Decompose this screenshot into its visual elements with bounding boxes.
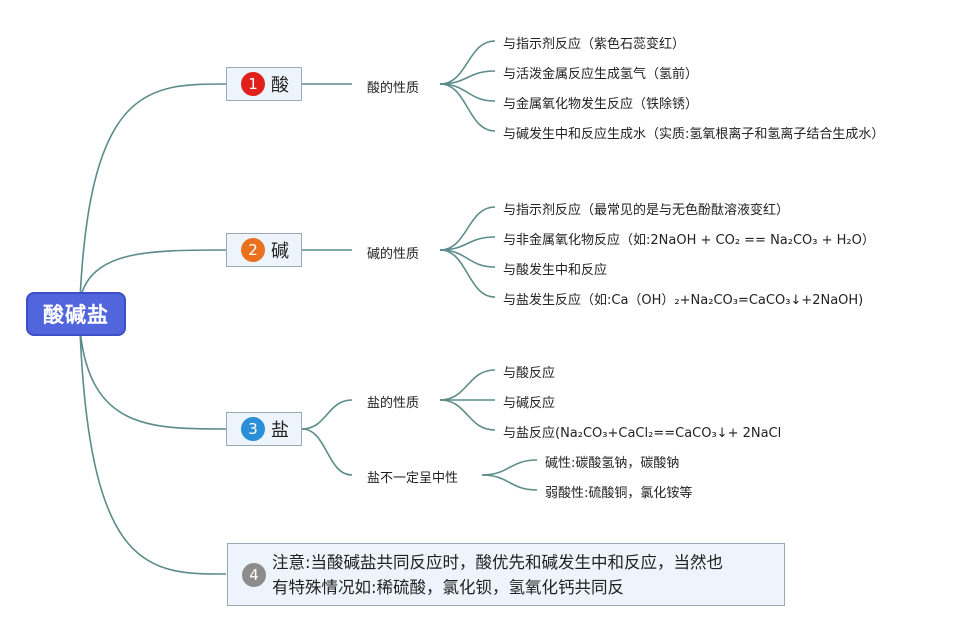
topic-salt-connector-line (301, 399, 353, 430)
leaf-connector-line (439, 249, 496, 298)
note-topic[interactable]: 4 注意:当酸碱盐共同反应时，酸优先和碱发生中和反应，当然也 有特殊情况如:稀硫… (227, 543, 785, 606)
topic-salt-connector-line (301, 428, 353, 476)
leaf-connector-line (439, 206, 496, 251)
leaf-connector-line (481, 474, 538, 491)
note-text: 注意:当酸碱盐共同反应时，酸优先和碱发生中和反应，当然也 有特殊情况如:稀硫酸，… (272, 552, 724, 597)
number-badge-3-icon: 3 (241, 417, 265, 441)
topic-acid-label: 酸 (271, 75, 289, 96)
root-connector-line (79, 329, 227, 575)
leaf-connector-line (439, 83, 496, 132)
branch-base-properties[interactable]: 碱的性质 (367, 247, 420, 262)
leaf-salt-neutral-1[interactable]: 碱性:碳酸氢钠，碳酸钠 (545, 456, 680, 471)
leaf-base-1[interactable]: 与指示剂反应（最常见的是与无色酚酞溶液变红） (503, 203, 790, 218)
branch-salt-neutrality[interactable]: 盐不一定呈中性 (367, 471, 459, 486)
leaf-acid-3[interactable]: 与金属氧化物发生反应（铁除锈） (503, 97, 699, 112)
leaf-connector-line (439, 369, 496, 401)
leaf-connector-line (439, 40, 496, 85)
leaf-connector-line (439, 399, 496, 431)
root-topic-label: 酸碱盐 (43, 303, 109, 327)
root-connector-line (79, 329, 227, 430)
number-badge-4-icon: 4 (242, 562, 266, 587)
leaf-acid-4[interactable]: 与碱发生中和反应生成水（实质:氢氧根离子和氢离子结合生成水） (503, 127, 885, 142)
topic-salt[interactable]: 3 盐 (226, 412, 302, 446)
root-connector-line (79, 249, 227, 301)
leaf-base-3[interactable]: 与酸发生中和反应 (503, 263, 608, 278)
topic-acid[interactable]: 1 酸 (226, 67, 302, 101)
leaf-connector-line (439, 249, 496, 268)
topic-base-label: 碱 (271, 241, 289, 262)
branch-acid-properties[interactable]: 酸的性质 (367, 81, 420, 96)
root-topic[interactable]: 酸碱盐 (26, 292, 126, 336)
leaf-base-2[interactable]: 与非金属氧化物反应（如:2NaOH + CO₂ == Na₂CO₃ + H₂O） (503, 233, 875, 248)
leaf-base-4[interactable]: 与盐发生反应（如:Ca（OH）₂+Na₂CO₃=CaCO₃↓+2NaOH) (503, 293, 864, 308)
leaf-salt-1[interactable]: 与酸反应 (503, 366, 556, 381)
leaf-connector-line (481, 459, 538, 476)
number-badge-1-icon: 1 (241, 72, 265, 96)
leaf-salt-3[interactable]: 与盐反应(Na₂CO₃+CaCl₂==CaCO₃↓+ 2NaCl (503, 426, 782, 441)
root-connector-line (79, 83, 227, 301)
leaf-acid-2[interactable]: 与活泼金属反应生成氢气（氢前） (503, 67, 699, 82)
topic-salt-label: 盐 (271, 420, 289, 441)
leaf-connector-line (439, 83, 496, 102)
topic-base[interactable]: 2 碱 (226, 233, 302, 267)
leaf-acid-1[interactable]: 与指示剂反应（紫色石蕊变红） (503, 37, 686, 52)
leaf-salt-neutral-2[interactable]: 弱酸性:硫酸铜，氯化铵等 (545, 486, 693, 501)
number-badge-2-icon: 2 (241, 238, 265, 262)
leaf-salt-2[interactable]: 与碱反应 (503, 396, 556, 411)
branch-salt-properties[interactable]: 盐的性质 (367, 396, 420, 411)
